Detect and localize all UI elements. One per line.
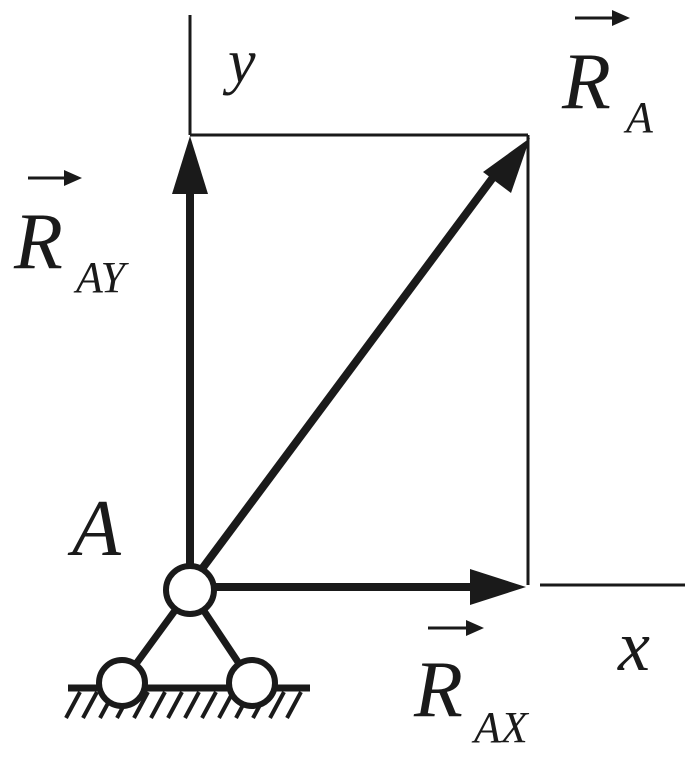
vector-arrowhead-icon xyxy=(64,170,82,186)
resultant-label: R A xyxy=(561,10,654,142)
x-component-arrow xyxy=(190,569,526,605)
svg-text:R: R xyxy=(561,38,611,126)
y-axis-label: y xyxy=(222,28,256,96)
pin-support xyxy=(64,563,310,719)
pin-joint-a xyxy=(163,563,217,617)
right-ground-hinge xyxy=(226,657,278,709)
svg-text:A: A xyxy=(623,93,654,142)
resultant-arrow xyxy=(186,138,530,588)
left-ground-hinge xyxy=(96,657,148,709)
svg-text:R: R xyxy=(13,198,63,286)
x-axis-label: x xyxy=(617,606,650,686)
point-a-label: A xyxy=(67,485,122,573)
vector-arrowhead-icon xyxy=(466,620,484,636)
y-component-arrow xyxy=(172,136,208,585)
svg-text:AY: AY xyxy=(73,253,129,302)
svg-text:R: R xyxy=(413,646,463,734)
vector-arrowhead-icon xyxy=(612,10,630,26)
x-component-label: R AX xyxy=(413,620,530,752)
svg-text:AX: AX xyxy=(471,703,530,752)
y-component-label: R AY xyxy=(13,170,129,302)
